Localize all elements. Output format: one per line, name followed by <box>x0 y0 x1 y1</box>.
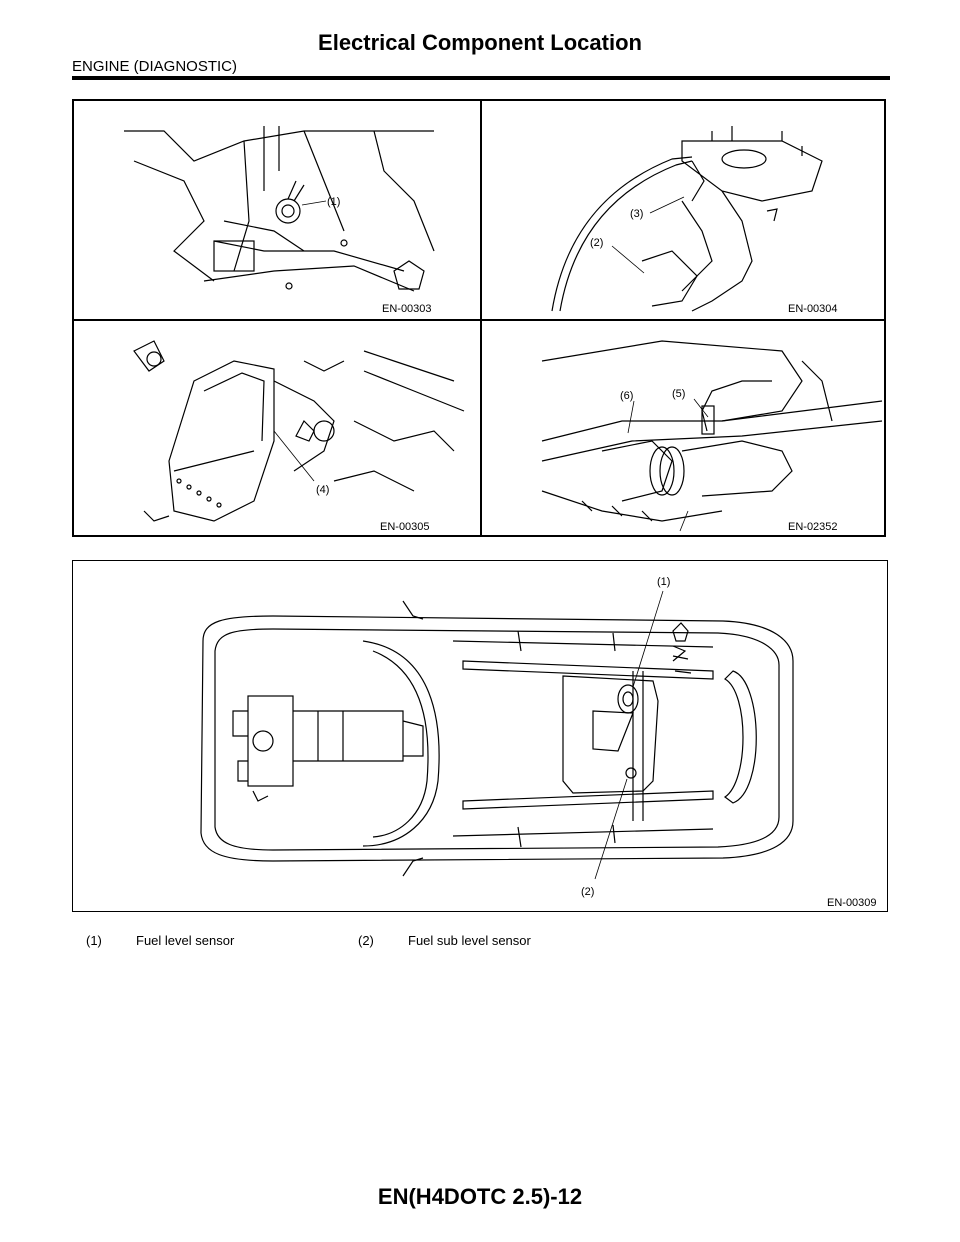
exhaust-sensor-drawing: (3) (2) <box>551 126 823 312</box>
legend-item: (1) Fuel level sensor <box>86 933 234 948</box>
figure-code: EN-00305 <box>380 521 430 533</box>
callout-label: (3) <box>630 208 643 220</box>
callout-label: (4) <box>316 484 329 496</box>
figure-code: EN-00304 <box>788 303 838 315</box>
page-identifier: EN(H4DOTC 2.5)-12 <box>377 1184 583 1209</box>
section-name: ENGINE (DIAGNOSTIC) <box>72 58 238 75</box>
transmission-sensor-drawing: (4) <box>133 340 465 522</box>
callout-label: (5) <box>672 388 685 400</box>
figure-code: EN-00309 <box>827 897 877 909</box>
figure-bottom-right: (5) (6) EN-02352 <box>482 321 886 535</box>
callout-label: (2) <box>590 237 603 249</box>
callout-label: (1) <box>657 576 670 588</box>
figure-bottom-left: (4) EN-00305 <box>74 321 480 535</box>
grid-divider-vertical <box>480 101 482 535</box>
vehicle-overview-figure: (1) (2) EN-00309 <box>72 560 888 912</box>
callout-label: (2) <box>581 886 594 898</box>
exhaust-pipe-sensor-drawing: (5) (6) <box>541 340 883 532</box>
grid-divider-horizontal <box>74 319 884 321</box>
vehicle-top-view-drawing: (1) (2) EN-00309 <box>200 576 877 909</box>
legend-label: Fuel level sensor <box>136 933 235 948</box>
figure-code: EN-00303 <box>382 303 432 315</box>
header-rule <box>72 76 890 80</box>
callout-label: (1) <box>327 196 340 208</box>
legend-number: (2) <box>358 933 374 948</box>
legend-number: (1) <box>86 933 102 948</box>
page-title: Electrical Component Location <box>318 30 642 55</box>
legend-item: (2) Fuel sub level sensor <box>358 933 531 948</box>
detail-figure-grid: (1) EN-00303 (3) (2) EN-00304 <box>72 99 886 537</box>
figure-top-left: (1) EN-00303 <box>74 101 480 319</box>
engine-bay-drawing: (1) <box>124 126 435 292</box>
callout-label: (6) <box>620 390 633 402</box>
figure-code: EN-02352 <box>788 521 838 533</box>
legend-label: Fuel sub level sensor <box>408 933 531 948</box>
figure-top-right: (3) (2) EN-00304 <box>482 101 886 319</box>
